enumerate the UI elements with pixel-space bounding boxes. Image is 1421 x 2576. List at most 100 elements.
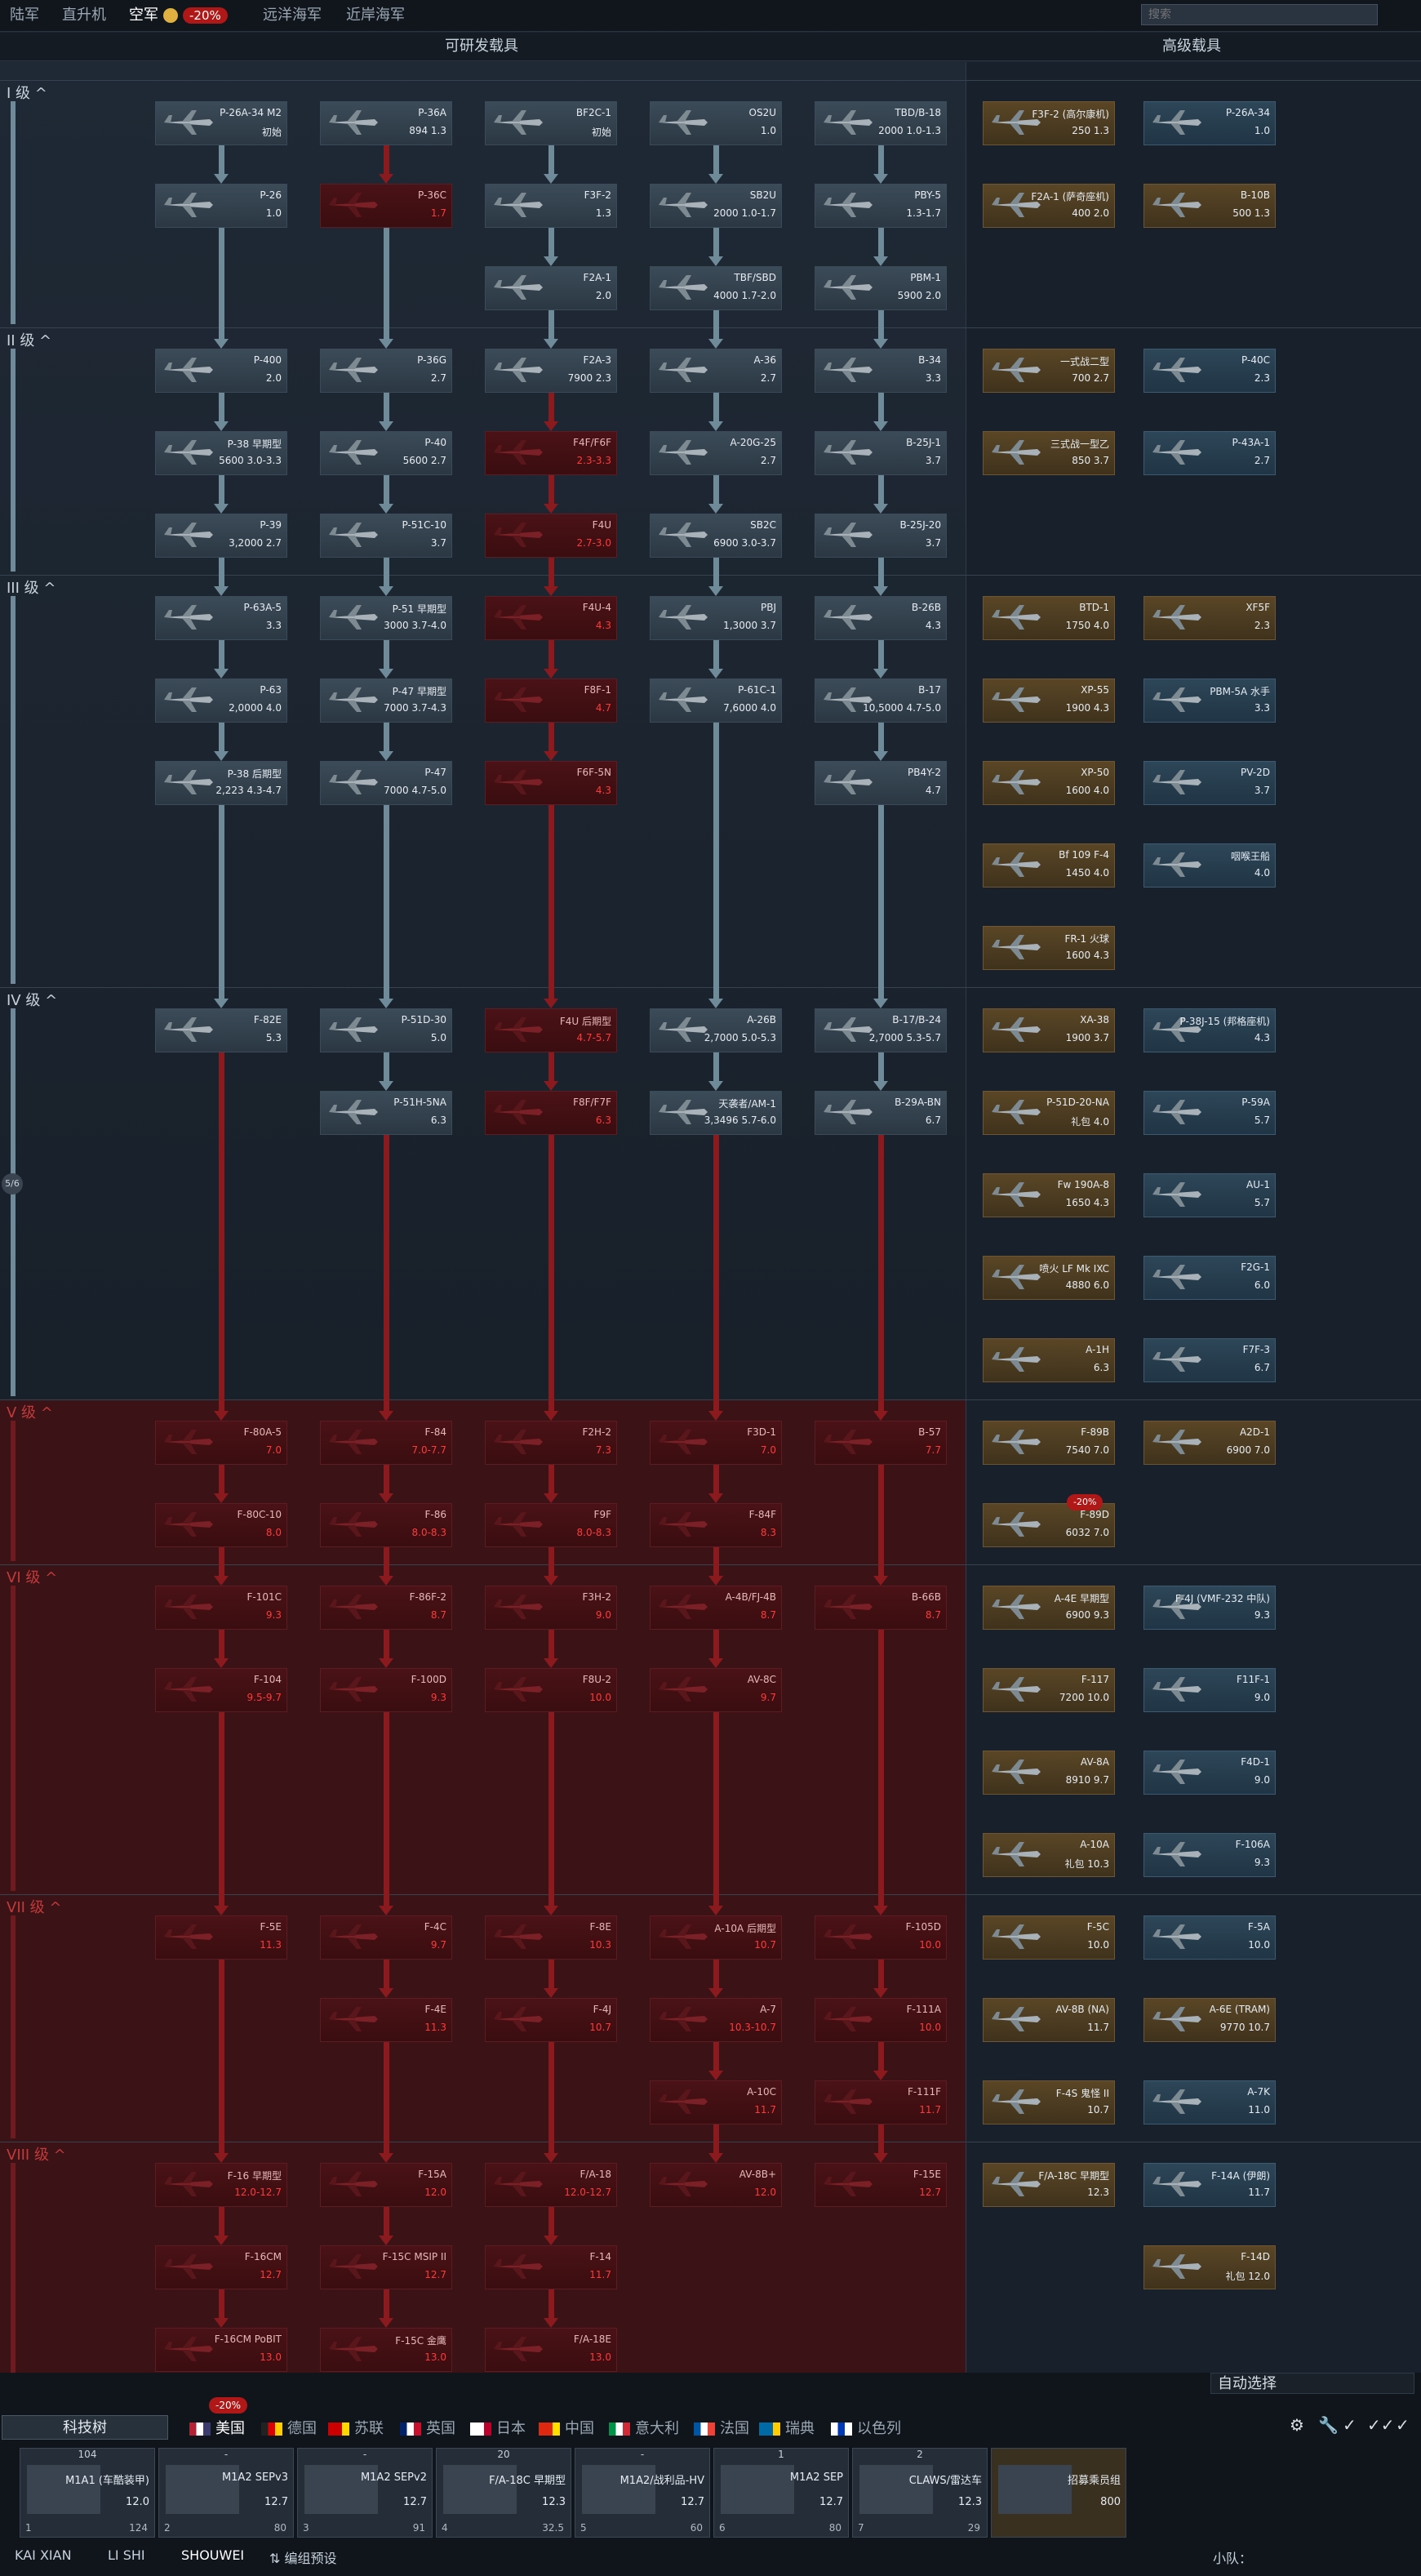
nation-tab[interactable]: 意大利 [609,2417,679,2441]
nation-tab[interactable]: 瑞典 [759,2417,815,2441]
status-button[interactable]: SHOUWEI [181,2547,245,2563]
nation-tab[interactable]: 日本 [470,2417,526,2441]
tech-tree-button[interactable]: 科技树 [2,2415,168,2440]
nation-tab[interactable]: 英国 [400,2417,455,2441]
vehicle-card[interactable]: AV-8B+12.0 [650,2163,782,2207]
rank-label[interactable]: VIII 级 ^ [7,2147,66,2164]
vehicle-card[interactable]: P-38J-15 (邦格座机)4.3 [1143,1008,1276,1052]
nation-tab[interactable]: 中国 [539,2417,594,2441]
status-button[interactable]: LI SHI [108,2547,145,2563]
rank-label[interactable]: I 级 ^ [7,85,47,102]
vehicle-card[interactable]: F3F-2 (高尔康机)250 1.3 [983,101,1115,145]
search-input[interactable] [1141,4,1378,25]
vehicle-card[interactable]: F-14A (伊朗)11.7 [1143,2163,1276,2207]
nation-tab[interactable]: 苏联 [328,2417,384,2441]
rank-label[interactable]: II 级 ^ [7,332,52,349]
nation-tab[interactable]: 法国 [694,2417,749,2441]
rank-label[interactable]: III 级 ^ [7,580,56,597]
rank-label[interactable]: VI 级 ^ [7,1569,58,1586]
tab-3[interactable]: 远洋海军 [263,0,322,31]
status-button[interactable]: KAI XIAN [15,2547,72,2563]
